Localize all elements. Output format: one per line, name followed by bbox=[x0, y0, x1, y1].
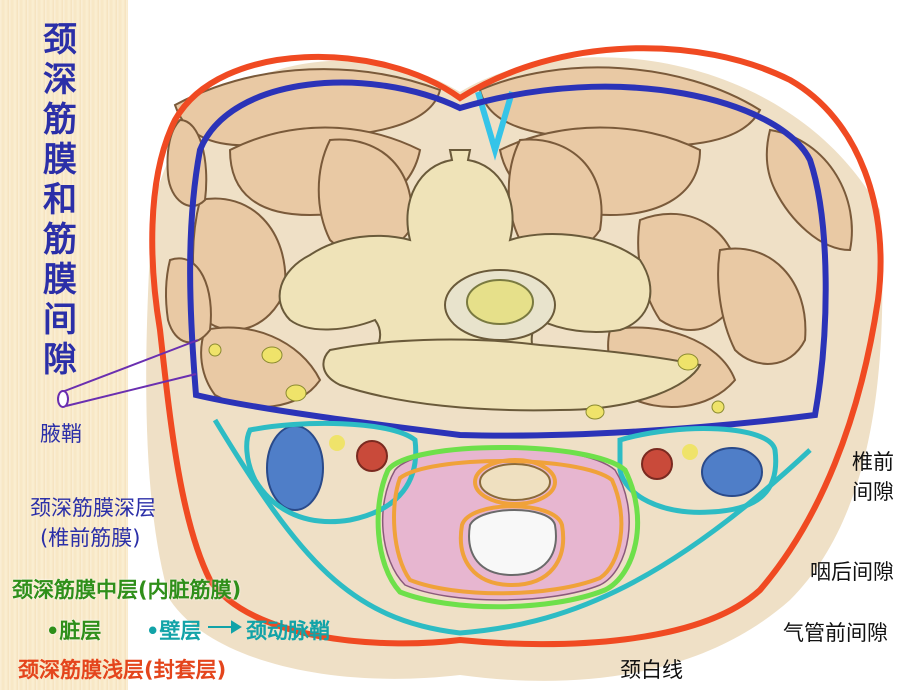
carotid-contents-left bbox=[266, 425, 388, 511]
title-char: 和 bbox=[43, 180, 77, 220]
visceral-organs bbox=[381, 446, 630, 601]
nerve-dots bbox=[208, 343, 725, 420]
carotid-contents-right bbox=[641, 444, 763, 497]
axillary-sheath-pointer bbox=[57, 339, 199, 408]
title-char: 深 bbox=[43, 60, 77, 100]
trachea-outline bbox=[458, 504, 566, 588]
vertebral-body bbox=[322, 338, 702, 412]
parietal-layer-label: •壁层 bbox=[146, 619, 202, 643]
pretracheal-fascia-outline bbox=[212, 418, 812, 636]
axillary-sheath-label: 腋鞘 bbox=[40, 422, 82, 446]
deep-layer-outline bbox=[187, 79, 829, 439]
title-char: 筋 bbox=[43, 100, 77, 140]
title-char: 间 bbox=[43, 300, 77, 340]
title-panel bbox=[0, 0, 128, 690]
superficial-layer-label: 颈深筋膜浅层(封套层) bbox=[18, 658, 227, 682]
nuchal-ligament bbox=[475, 91, 515, 161]
trachea bbox=[468, 509, 557, 577]
title-char: 膜 bbox=[43, 140, 77, 180]
prevertebral-space-label: 椎前 bbox=[852, 450, 894, 474]
spinal-cord bbox=[466, 279, 534, 325]
prevertebral-space-label-2: 间隙 bbox=[852, 480, 894, 504]
retropharyngeal-space-label: 咽后间隙 bbox=[810, 560, 894, 584]
title-char: 隙 bbox=[43, 340, 77, 380]
linea-alba-label: 颈白线 bbox=[620, 658, 683, 682]
title-char: 颈 bbox=[43, 20, 77, 60]
deep-layer-label: 颈深筋膜深层 bbox=[30, 496, 156, 520]
pretracheal-space-label: 气管前间隙 bbox=[783, 621, 888, 645]
visceral-layer-outline bbox=[375, 445, 641, 610]
superficial-layer-outline bbox=[149, 45, 884, 648]
visceral-layer-label: •脏层 bbox=[46, 619, 102, 643]
layer-arrow bbox=[208, 620, 242, 634]
deep-layer-alt-label: (椎前筋膜) bbox=[40, 526, 141, 550]
title-char: 筋 bbox=[43, 220, 77, 260]
carotid-sheath-label: 颈动脉鞘 bbox=[246, 619, 330, 643]
esophagus bbox=[479, 463, 551, 501]
title-char: 膜 bbox=[43, 260, 77, 300]
middle-layer-label: 颈深筋膜中层(内脏筋膜) bbox=[12, 578, 242, 602]
esophagus-outline bbox=[473, 458, 557, 506]
